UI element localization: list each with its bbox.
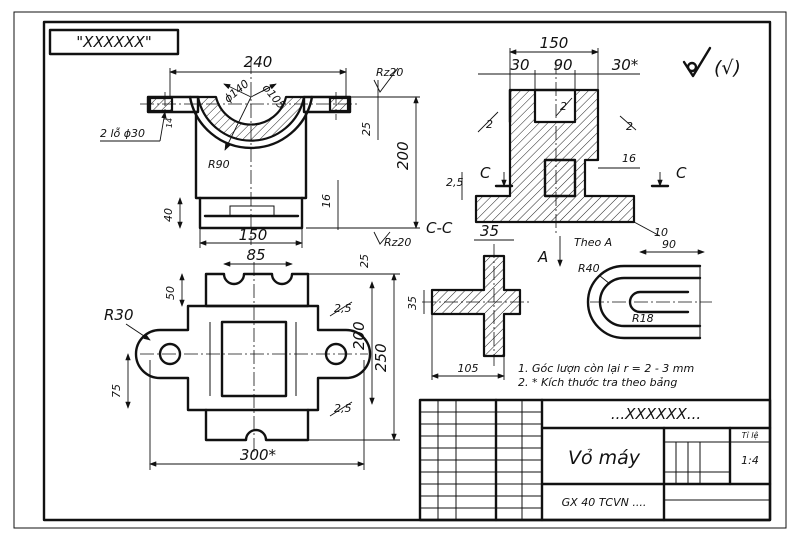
sec-dim-16: 16 [622,152,636,165]
view-a: A Theo A 90 R40 R18 [537,236,712,340]
cc-dim-105: 105 [458,362,479,375]
plan-dim-85: 85 [246,246,265,264]
sec-dim-2-right: 2 [626,120,633,133]
dim-flange: 14 [165,118,174,128]
title-block: ...XXXXXX... Vỏ máy GX 40 TCVN .... Tỉ l… [418,398,772,522]
drawing-frame [42,20,772,522]
sec-dim-150: 150 [540,34,569,52]
plan-dim-r30: R30 [104,306,134,324]
dim-radius: R90 [208,158,230,171]
cc-dim-35-top: 35 [480,222,499,240]
outer-border [13,11,787,529]
cut-c-right: C [676,164,687,182]
section-cc-label: C-C [426,219,453,237]
sec-dim-90: 90 [553,56,572,74]
title-standard: GX 40 TCVN .... [562,496,647,509]
plan-dim-25: 25 [358,254,371,268]
sec-dim-chamfer: 2,5 [446,176,464,189]
note-2: 2. * Kích thước tra theo bảng [518,376,677,389]
roughness-symbol: (√) [714,57,741,79]
plan-dim-200: 200 [350,321,368,350]
dim-holes: 2 lỗ ϕ30 [100,127,145,140]
dim-base-150: 150 [239,226,268,244]
plan-view: 85 50 R30 75 300* 200 250 25 2,5 2,5 [104,246,400,470]
plan-dim-50: 50 [164,286,177,300]
roughness-top: Rz20 [376,66,403,79]
stamp-text: "XXXXXX" [76,33,151,51]
roughness-bottom: Rz20 [384,236,411,249]
sec-dim-30-left: 30 [510,56,529,74]
plan-dim-75: 75 [110,384,123,398]
cc-dim-35-side: 35 [406,296,419,310]
section-view: 150 30 90 30* 2 2 2 2,5 C C 16 10 (√) [446,34,741,239]
title-part-name: Vỏ máy [568,447,641,469]
technical-notes: 1. Góc lượn còn lại r = 2 - 3 mm 2. * Kí… [518,362,694,389]
view-a-dim-90: 90 [662,238,676,251]
note-1: 1. Góc lượn còn lại r = 2 - 3 mm [518,362,694,375]
title-scale-header: Tỉ lệ [742,430,759,440]
front-view: ϕ140 ϕ105 R90 240 2 lỗ ϕ30 14 200 25 Rz2… [100,53,420,249]
dim-height-25: 25 [360,122,373,136]
sec-dim-30-right: 30* [612,56,639,74]
dim-base-40: 40 [162,208,175,222]
sec-dim-10: 10 [654,226,668,239]
title-scale: 1:4 [741,454,759,467]
view-a-dim-r18: R18 [632,312,654,325]
cut-c-left: C [480,164,491,182]
dim-width-240: 240 [244,53,273,71]
sec-dim-2-left: 2 [486,118,493,131]
stamp-box: "XXXXXX" [48,28,180,56]
dim-inner-dia: ϕ140 [222,77,252,105]
sec-dim-2-mid: 2 [560,100,567,113]
plan-dim-300: 300* [240,446,277,464]
dim-height-200: 200 [394,141,412,170]
dim-base-16: 16 [320,194,333,208]
view-a-title: Theo A [574,236,612,249]
title-drawing-code: ...XXXXXX... [611,405,701,423]
view-a-arrow-label: A [537,248,548,266]
section-cc: C-C 35 35 105 [406,219,530,380]
view-a-dim-r40: R40 [578,262,600,275]
plan-dim-250: 250 [372,343,390,372]
